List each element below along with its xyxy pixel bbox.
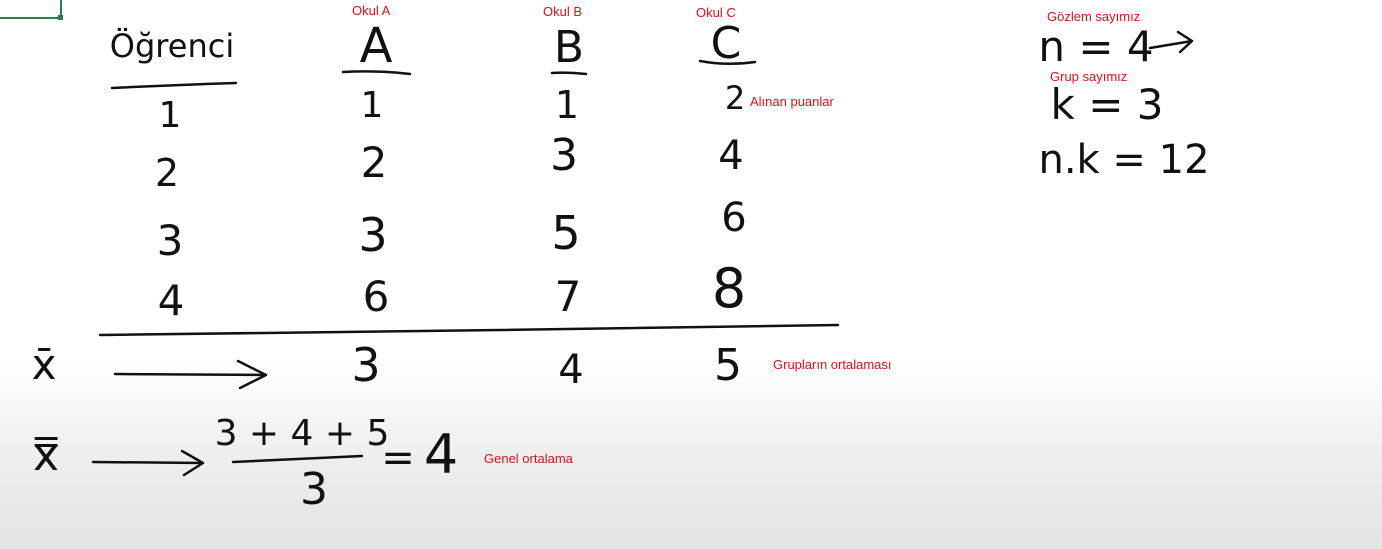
mean-school-b: 4 [558, 347, 584, 393]
note-okul-b: Okul B [543, 4, 583, 19]
observation-arrow-icon [1148, 30, 1194, 54]
grand-mean-symbol: x̿ [32, 430, 60, 481]
school-b-value-2: 3 [550, 130, 578, 181]
grand-mean-arrow-icon [91, 449, 205, 477]
header-school-a: A [359, 18, 393, 74]
window-corner [0, 0, 62, 19]
underline-c [698, 59, 757, 65]
underline-a [341, 70, 412, 76]
note-grup-sayimiz: Grup sayımız [1050, 69, 1128, 84]
note-okul-a: Okul A [352, 3, 391, 18]
school-c-value-3: 6 [721, 195, 747, 241]
student-1: 1 [158, 95, 182, 136]
school-a-value-3: 3 [358, 208, 388, 262]
underline-ogrenci [110, 81, 238, 90]
note-okul-c: Okul C [696, 5, 736, 20]
school-a-value-2: 2 [360, 138, 388, 187]
school-a-value-4: 6 [362, 272, 390, 321]
school-b-value-4: 7 [554, 272, 582, 321]
school-b-value-1: 1 [554, 83, 580, 127]
school-c-value-1: 2 [724, 79, 746, 117]
student-2: 2 [154, 151, 180, 195]
mean-school-c: 5 [714, 340, 742, 391]
xbar-arrow-icon [113, 359, 268, 390]
note-gozlem-sayimiz: Gözlem sayımız [1047, 9, 1141, 24]
header-school-c: C [710, 18, 742, 69]
observation-count: n = 4 [1038, 22, 1154, 71]
student-3: 3 [156, 216, 184, 265]
student-4: 4 [157, 276, 185, 325]
underline-b [550, 71, 588, 76]
total-count: n.k = 12 [1038, 137, 1210, 183]
header-ogrenci: Öğrenci [109, 27, 235, 65]
grand-mean-result: 4 [423, 423, 459, 486]
school-c-value-4: 8 [711, 257, 747, 320]
school-a-value-1: 1 [360, 85, 384, 126]
group-count: k = 3 [1050, 80, 1164, 129]
note-alinan-puanlar: Alınan puanlar [750, 94, 834, 109]
equals-sign: = [381, 435, 415, 481]
note-gruplarin-ortalamasi: Grupların ortalaması [773, 357, 892, 372]
school-b-value-3: 5 [551, 206, 581, 260]
school-c-value-2: 4 [718, 133, 744, 179]
fraction-denominator: 3 [300, 464, 328, 515]
resize-handle-icon [58, 15, 63, 20]
note-genel-ortalama: Genel ortalama [484, 451, 573, 466]
header-school-b: B [553, 22, 585, 73]
xbar-symbol: x̄ [31, 340, 57, 389]
mean-school-a: 3 [351, 338, 381, 392]
fraction-bar [231, 454, 364, 464]
fraction-numerator: 3 + 4 + 5 [214, 413, 390, 454]
table-bottom-rule [98, 323, 840, 337]
